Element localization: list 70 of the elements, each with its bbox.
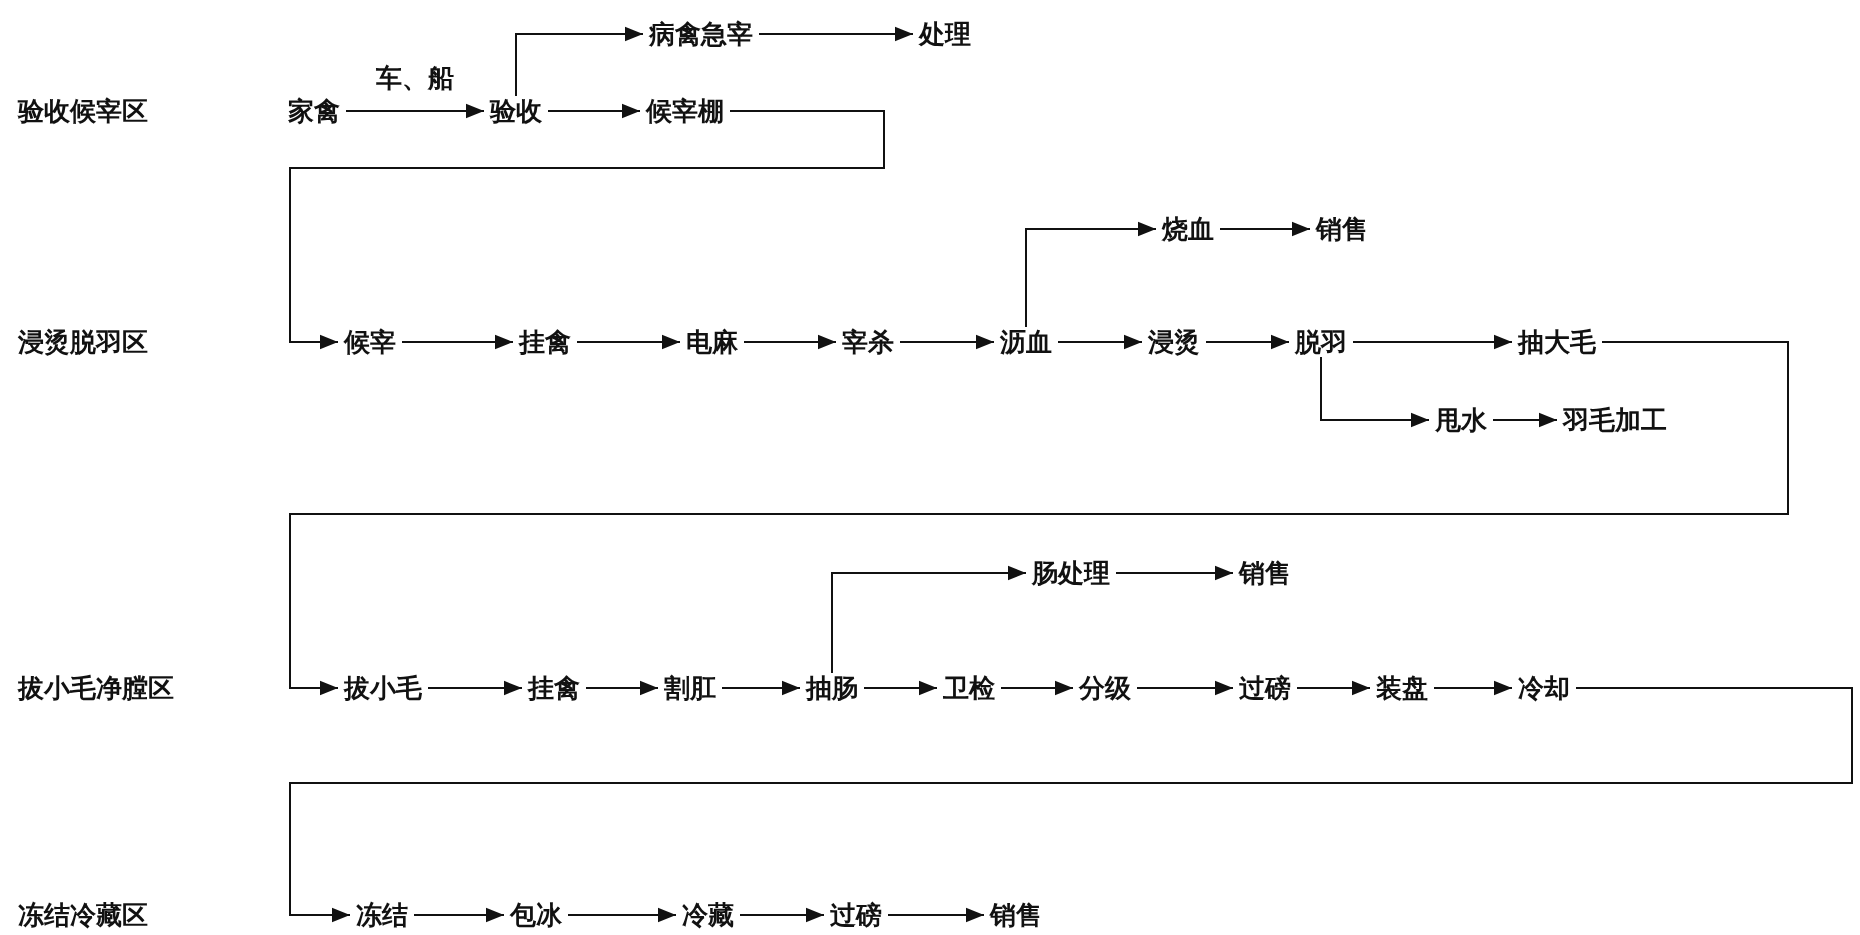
arrow (547, 103, 641, 119)
process-step: 病禽急宰 (649, 19, 753, 49)
arrow (758, 26, 914, 42)
arrow (401, 334, 514, 350)
arrow (1205, 334, 1290, 350)
arrow (743, 334, 837, 350)
process-step: 电麻 (686, 327, 738, 357)
process-step: 挂禽 (519, 327, 571, 357)
process-step: 过磅 (1239, 673, 1291, 703)
process-step: 销售 (1239, 558, 1291, 588)
arrow (345, 103, 485, 119)
process-step: 割肛 (664, 673, 716, 703)
arrow (1136, 680, 1234, 696)
arrow (1320, 356, 1430, 428)
process-step: 验收 (490, 96, 542, 126)
process-step: 烧血 (1162, 214, 1214, 244)
process-step: 沥血 (1000, 327, 1052, 357)
edge-label: 车、船 (376, 63, 454, 93)
arrow (1296, 680, 1371, 696)
zone-label: 冻结冷藏区 (18, 900, 148, 930)
process-step: 肠处理 (1032, 558, 1110, 588)
arrow (427, 680, 523, 696)
process-step: 包冰 (510, 900, 562, 930)
arrow (1492, 412, 1558, 428)
process-step: 冷藏 (682, 900, 734, 930)
process-step: 过磅 (830, 900, 882, 930)
arrow (1433, 680, 1513, 696)
process-step: 处理 (919, 19, 971, 49)
arrow (721, 680, 801, 696)
process-step: 浸烫 (1148, 327, 1200, 357)
process-step: 挂禽 (528, 673, 580, 703)
zone-label: 浸烫脱羽区 (18, 327, 148, 357)
arrow (289, 341, 1789, 696)
arrow (831, 565, 1027, 674)
process-step: 抽肠 (806, 673, 858, 703)
process-step: 分级 (1079, 673, 1131, 703)
process-step: 装盘 (1376, 673, 1428, 703)
process-step: 销售 (990, 900, 1042, 930)
arrow (585, 680, 659, 696)
arrow (289, 687, 1853, 923)
arrow (739, 907, 825, 923)
arrow (413, 907, 505, 923)
process-step: 脱羽 (1295, 327, 1347, 357)
process-step: 宰杀 (842, 327, 894, 357)
process-step: 卫检 (943, 673, 995, 703)
arrow (1025, 221, 1157, 328)
arrow (863, 680, 938, 696)
process-step: 抽大毛 (1518, 327, 1596, 357)
process-step: 候宰棚 (646, 96, 724, 126)
arrow (899, 334, 995, 350)
process-step: 候宰 (344, 327, 396, 357)
arrow (1219, 221, 1311, 237)
process-step: 羽毛加工 (1563, 405, 1667, 435)
process-step: 销售 (1316, 214, 1368, 244)
process-step: 家禽 (288, 96, 340, 126)
zone-label: 拔小毛净膛区 (18, 673, 174, 703)
arrow (567, 907, 677, 923)
arrow (1352, 334, 1513, 350)
process-step: 冻结 (356, 900, 408, 930)
arrow (515, 26, 644, 97)
process-step: 甩水 (1435, 405, 1487, 435)
zone-label: 验收候宰区 (18, 96, 148, 126)
arrow (289, 110, 885, 350)
arrow (1057, 334, 1143, 350)
arrow (1000, 680, 1074, 696)
arrow (887, 907, 985, 923)
arrow (1115, 565, 1234, 581)
process-step: 冷却 (1518, 673, 1570, 703)
arrow (576, 334, 681, 350)
process-step: 拔小毛 (344, 673, 422, 703)
